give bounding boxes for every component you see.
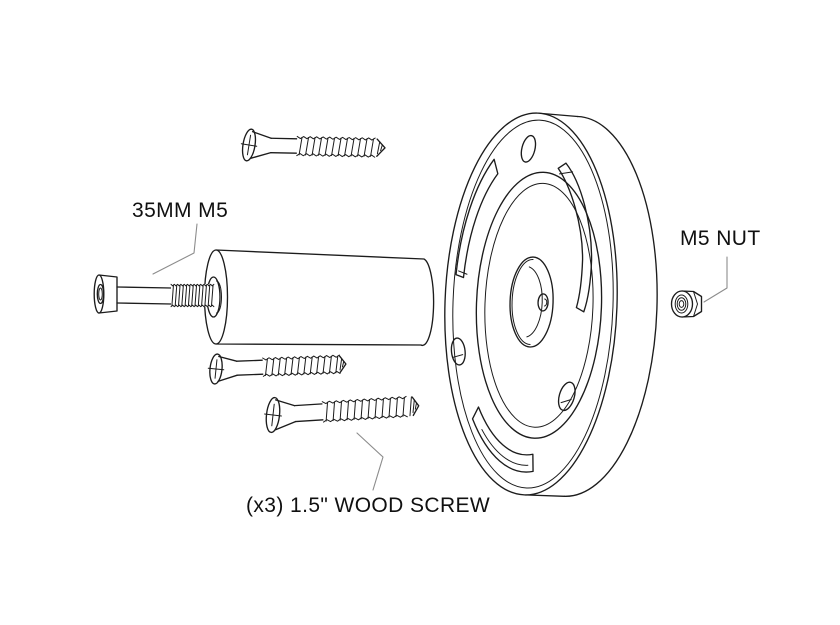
spacer-bore-depth <box>216 280 222 314</box>
hex-nut-drawing <box>670 290 703 318</box>
drawing-stroke <box>217 355 238 383</box>
wood-screw-middle-drawing <box>207 353 347 385</box>
flange-back-rim <box>563 115 658 497</box>
drawing-stroke <box>293 403 325 423</box>
bolt-socket <box>96 283 105 305</box>
drawing-stroke <box>376 141 383 155</box>
bolt-socket-inner <box>98 287 103 301</box>
screw-hole-bottom-right-depth <box>560 398 572 404</box>
drawing-stroke <box>338 355 347 374</box>
nut-thread-ring-2 <box>676 297 687 311</box>
screw-hole-bottom-right <box>557 381 576 412</box>
nut-thread-ring-3 <box>678 300 685 308</box>
drawing-stroke <box>262 354 340 361</box>
hub-boss <box>509 256 554 348</box>
flange-front-face <box>444 112 618 496</box>
arc-slot-upper-right <box>557 162 593 313</box>
drawing-stroke <box>296 153 376 158</box>
socket-head-bolt-drawing <box>93 274 215 314</box>
flange-details <box>450 134 603 473</box>
drawing-stroke <box>240 134 258 156</box>
arc-slot-upper-left <box>455 158 499 279</box>
screw-hole-top <box>520 134 537 163</box>
center-hole <box>537 293 549 312</box>
drawing-stroke <box>323 414 408 423</box>
flange-recess-outer <box>475 171 603 439</box>
drawing-stroke <box>321 395 407 405</box>
leader-wood-screw-label <box>356 432 384 491</box>
leader-lines <box>152 223 728 491</box>
drawing-stroke <box>376 138 386 157</box>
flange-chamfer <box>452 119 614 489</box>
leader-bolt-label <box>152 223 198 275</box>
wood-screw-top-drawing <box>240 128 386 162</box>
wood-screw-head <box>240 128 258 162</box>
bolt-threads <box>170 283 215 308</box>
arc-slot-bottom <box>471 406 534 473</box>
drawing-stroke <box>270 137 298 154</box>
nut-label: M5 NUT <box>680 227 761 250</box>
drawing-stroke <box>325 396 412 422</box>
drawing-stroke <box>264 355 339 376</box>
drawing-stroke <box>296 135 376 141</box>
wood-screw-head <box>207 353 225 385</box>
spacer-body <box>215 249 435 347</box>
screw-hole-left-depth <box>452 354 464 358</box>
drawing-stroke <box>249 130 272 160</box>
wood-screw-head <box>264 396 282 434</box>
spacer-cylinder-drawing <box>203 249 435 347</box>
drawing-stroke <box>262 370 341 377</box>
screw-hole-left <box>450 337 466 366</box>
center-hole-depth <box>543 298 548 307</box>
bolt-shank <box>116 286 172 305</box>
arc-slot-upper-left-depth <box>458 270 468 275</box>
drawing-stroke <box>236 359 264 376</box>
hub-side <box>511 259 534 345</box>
flange-recess-inner <box>484 182 594 428</box>
arc-slot-upper-right-depth <box>559 171 574 175</box>
drawing-stroke <box>264 403 282 427</box>
mounting-flange-drawing <box>444 112 658 497</box>
drawing-stroke <box>274 399 297 431</box>
drawing-stroke <box>339 357 345 371</box>
wood-screw-label: (x3) 1.5" WOOD SCREW <box>246 494 491 517</box>
arc-slot-bottom-depth <box>481 429 529 466</box>
bolt-size-label: 35MM M5 <box>132 199 229 222</box>
drawing-stroke <box>262 355 346 377</box>
nut-thread-ring-1 <box>674 294 689 314</box>
leader-nut-label <box>703 256 728 303</box>
drawing-stroke <box>207 359 225 379</box>
drawing-stroke <box>412 399 417 414</box>
hub-dome <box>526 266 543 338</box>
drawing-stroke <box>411 396 420 417</box>
drawing-stroke <box>171 284 214 307</box>
drawing-stroke <box>298 136 375 157</box>
nut-facets <box>693 291 698 317</box>
wood-screw-long-drawing <box>264 395 420 434</box>
